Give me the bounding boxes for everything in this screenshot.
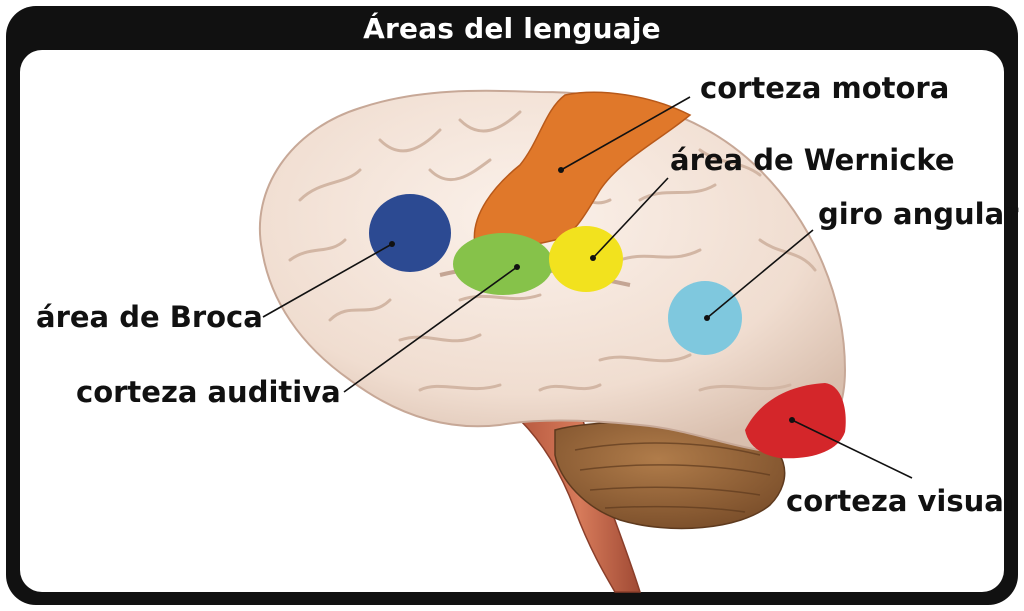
- wernicke-leader: [592, 177, 669, 259]
- visual-cortex-label: corteza visual: [786, 484, 1014, 518]
- visual-cortex-region: [745, 383, 846, 459]
- broca-leader: [262, 243, 393, 318]
- angular-gyrus-leader: [706, 229, 814, 319]
- diagram-title: Áreas del lenguaje: [363, 11, 661, 45]
- motor-cortex-point: [558, 167, 564, 173]
- broca-region: [369, 194, 451, 272]
- wernicke-point: [590, 255, 596, 261]
- motor-cortex-leader: [560, 96, 691, 171]
- visual-cortex-point: [789, 417, 795, 423]
- motor-cortex-region: [473, 91, 692, 249]
- wernicke-region: [549, 226, 623, 292]
- auditory-cortex-point: [514, 264, 520, 270]
- auditory-cortex-label: corteza auditiva: [76, 375, 341, 409]
- angular-gyrus-label: giro angular: [818, 197, 1019, 231]
- angular-gyrus-point: [704, 315, 710, 321]
- auditory-cortex-region: [453, 233, 553, 295]
- broca-label: área de Broca: [36, 300, 263, 334]
- auditory-cortex-leader: [343, 266, 518, 393]
- broca-point: [389, 241, 395, 247]
- motor-cortex-label: corteza motora: [700, 71, 950, 105]
- wernicke-label: área de Wernicke: [670, 143, 955, 177]
- visual-cortex-leader: [791, 419, 913, 479]
